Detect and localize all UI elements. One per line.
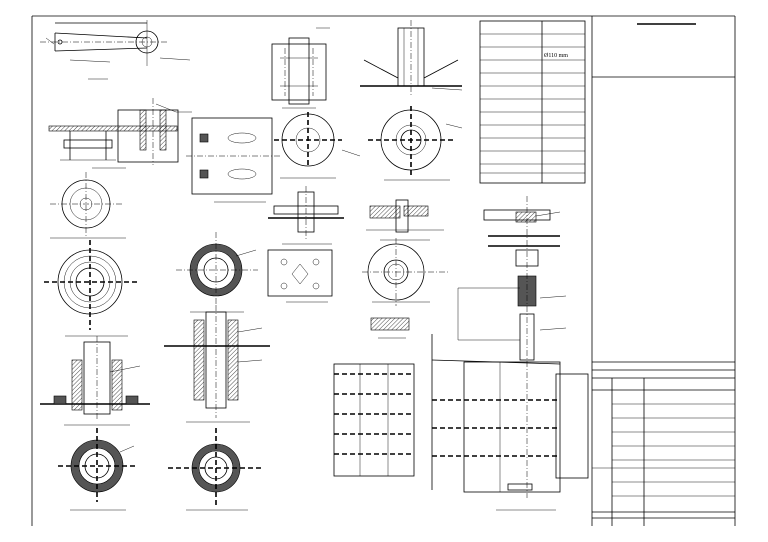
detail-tube-section-1	[40, 336, 150, 426]
detail-ring-plan-1	[44, 240, 138, 337]
detail-main-elevation	[431, 196, 589, 511]
schedule-note: Ø110 mm	[544, 53, 568, 59]
detail-circle-plan-2	[274, 112, 342, 179]
detail-reinforcement-grid	[333, 363, 415, 477]
detail-hopper-section	[360, 20, 462, 96]
detail-flange-plate	[268, 186, 344, 245]
detail-ring-plan-4	[168, 428, 264, 511]
detail-tube-section-2	[164, 305, 270, 423]
detail-ring-plan-3	[176, 232, 258, 313]
detail-slotted-plate	[186, 117, 280, 203]
annotation-leaders	[109, 27, 567, 453]
detail-lever-assembly	[40, 20, 191, 80]
detail-plate-section	[48, 98, 179, 169]
detail-ring-plan-2	[58, 428, 136, 511]
detail-ring-plan-5	[368, 106, 454, 181]
title-block	[591, 16, 735, 526]
schedule-table	[479, 20, 586, 184]
sheet-border	[31, 15, 736, 526]
detail-hatched-bar	[370, 317, 410, 339]
detail-hatched-flange	[366, 199, 444, 241]
detail-ring-plan-6	[362, 238, 450, 306]
detail-bolted-bracket	[271, 37, 327, 109]
detail-square-plate	[267, 249, 333, 303]
detail-circle-plan-1	[50, 172, 126, 239]
